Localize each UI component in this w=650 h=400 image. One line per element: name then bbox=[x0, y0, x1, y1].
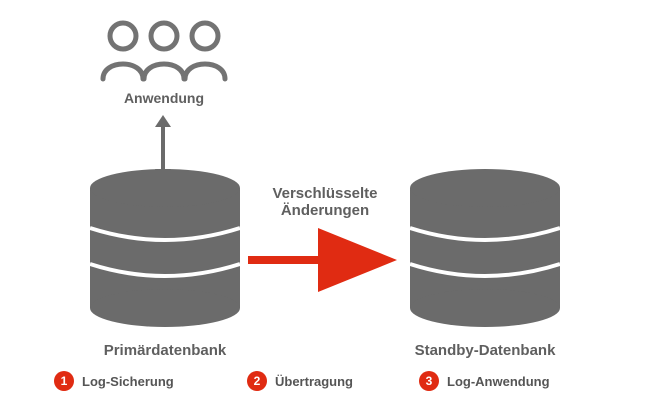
step-badge: 2 bbox=[247, 371, 267, 391]
application-label: Anwendung bbox=[123, 90, 205, 106]
primary-db-label: Primärdatenbank bbox=[103, 342, 227, 359]
standby-db-label: Standby-Datenbank bbox=[414, 342, 556, 359]
legend-item-log-backup: 1 Log-Sicherung bbox=[54, 371, 174, 391]
transfer-label-line2: Änderungen bbox=[280, 202, 370, 219]
legend-label: Log-Anwendung bbox=[447, 373, 550, 389]
transfer-label-line1: Verschlüsselte bbox=[272, 185, 378, 202]
transfer-arrow-icon bbox=[248, 228, 397, 292]
legend-item-log-apply: 3 Log-Anwendung bbox=[419, 371, 550, 391]
legend-item-transfer: 2 Übertragung bbox=[247, 371, 353, 391]
transfer-label: Verschlüsselte Änderungen bbox=[254, 185, 396, 219]
legend-label: Übertragung bbox=[275, 373, 353, 389]
users-icon bbox=[100, 20, 228, 82]
legend-label: Log-Sicherung bbox=[82, 373, 174, 389]
standby-database-icon bbox=[409, 169, 561, 327]
step-badge: 3 bbox=[419, 371, 439, 391]
step-badge: 1 bbox=[54, 371, 74, 391]
primary-database-icon bbox=[89, 169, 241, 327]
